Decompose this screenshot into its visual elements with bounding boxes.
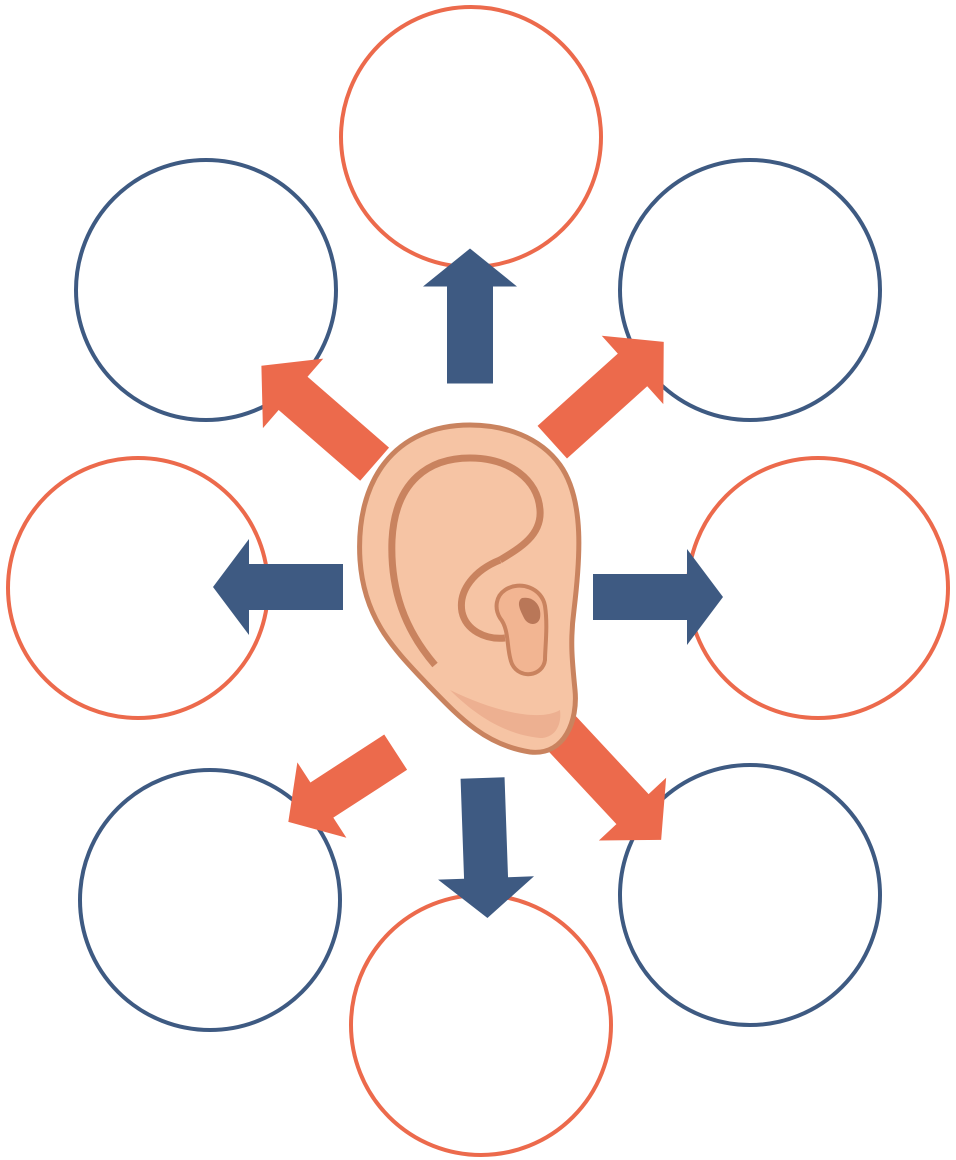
arrow-left xyxy=(213,539,343,635)
arrow-down-left xyxy=(264,714,420,859)
arrow-up xyxy=(423,249,517,384)
circle-top xyxy=(341,7,601,267)
circle-right xyxy=(688,458,948,718)
circle-bottom xyxy=(351,895,611,1155)
arrow-right xyxy=(593,549,723,645)
ear-icon xyxy=(360,425,579,752)
